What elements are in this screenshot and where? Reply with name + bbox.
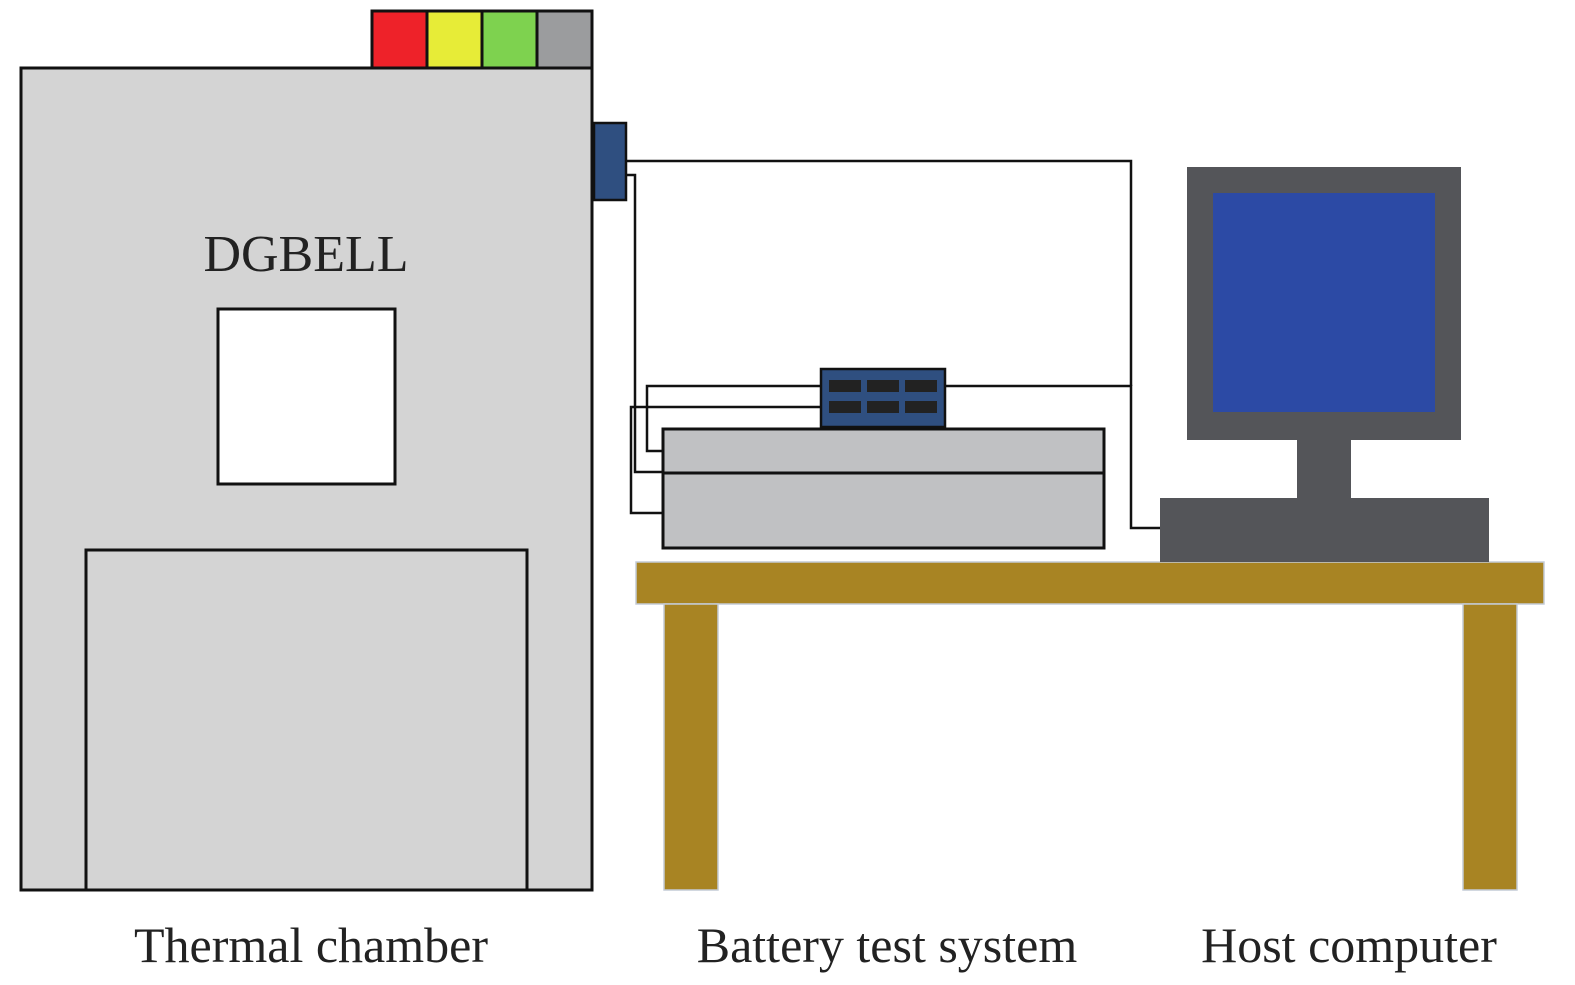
computer-base-unit [1160,498,1489,562]
table-leg-left [663,603,719,891]
chamber-door [84,548,529,892]
table-top [635,561,1545,605]
battery-cell [905,380,937,392]
wiring [626,159,1160,530]
cable-chamber-port-to-tester [626,173,663,474]
chamber-indicator-lights [370,9,594,70]
cable-battery-to-tester-1 [645,384,821,453]
monitor-stand [1297,440,1351,500]
battery-module [819,367,947,429]
host-computer [1160,167,1489,562]
monitor-screen [1213,193,1435,412]
thermal-chamber: DGBELL [19,9,628,892]
table-leg-right [1462,603,1518,891]
battery-test-system-caption: Battery test system [697,917,1078,973]
battery-test-system [661,367,1106,550]
battery-cell [829,401,861,413]
indicator-light-gray [535,9,594,70]
tester-body-lower [661,471,1106,550]
battery-cell [867,380,899,392]
indicator-light-red [370,9,429,70]
host-computer-caption: Host computer [1201,917,1497,973]
cable-battery-to-tester-2 [629,405,821,515]
battery-cell [867,401,899,413]
tester-body-upper [661,427,1106,475]
cable-chamber-to-computer [626,159,1133,386]
chamber-brand-label: DGBELL [203,226,408,283]
chamber-window [216,307,397,486]
thermal-chamber-caption: Thermal chamber [134,917,488,973]
battery-module-case [819,367,947,429]
table [635,561,1545,891]
chamber-cable-port [592,121,628,202]
battery-cell [905,401,937,413]
indicator-light-yellow [425,9,484,70]
battery-cell [829,380,861,392]
cable-battery-to-computer [945,384,1160,530]
indicator-light-green [480,9,539,70]
